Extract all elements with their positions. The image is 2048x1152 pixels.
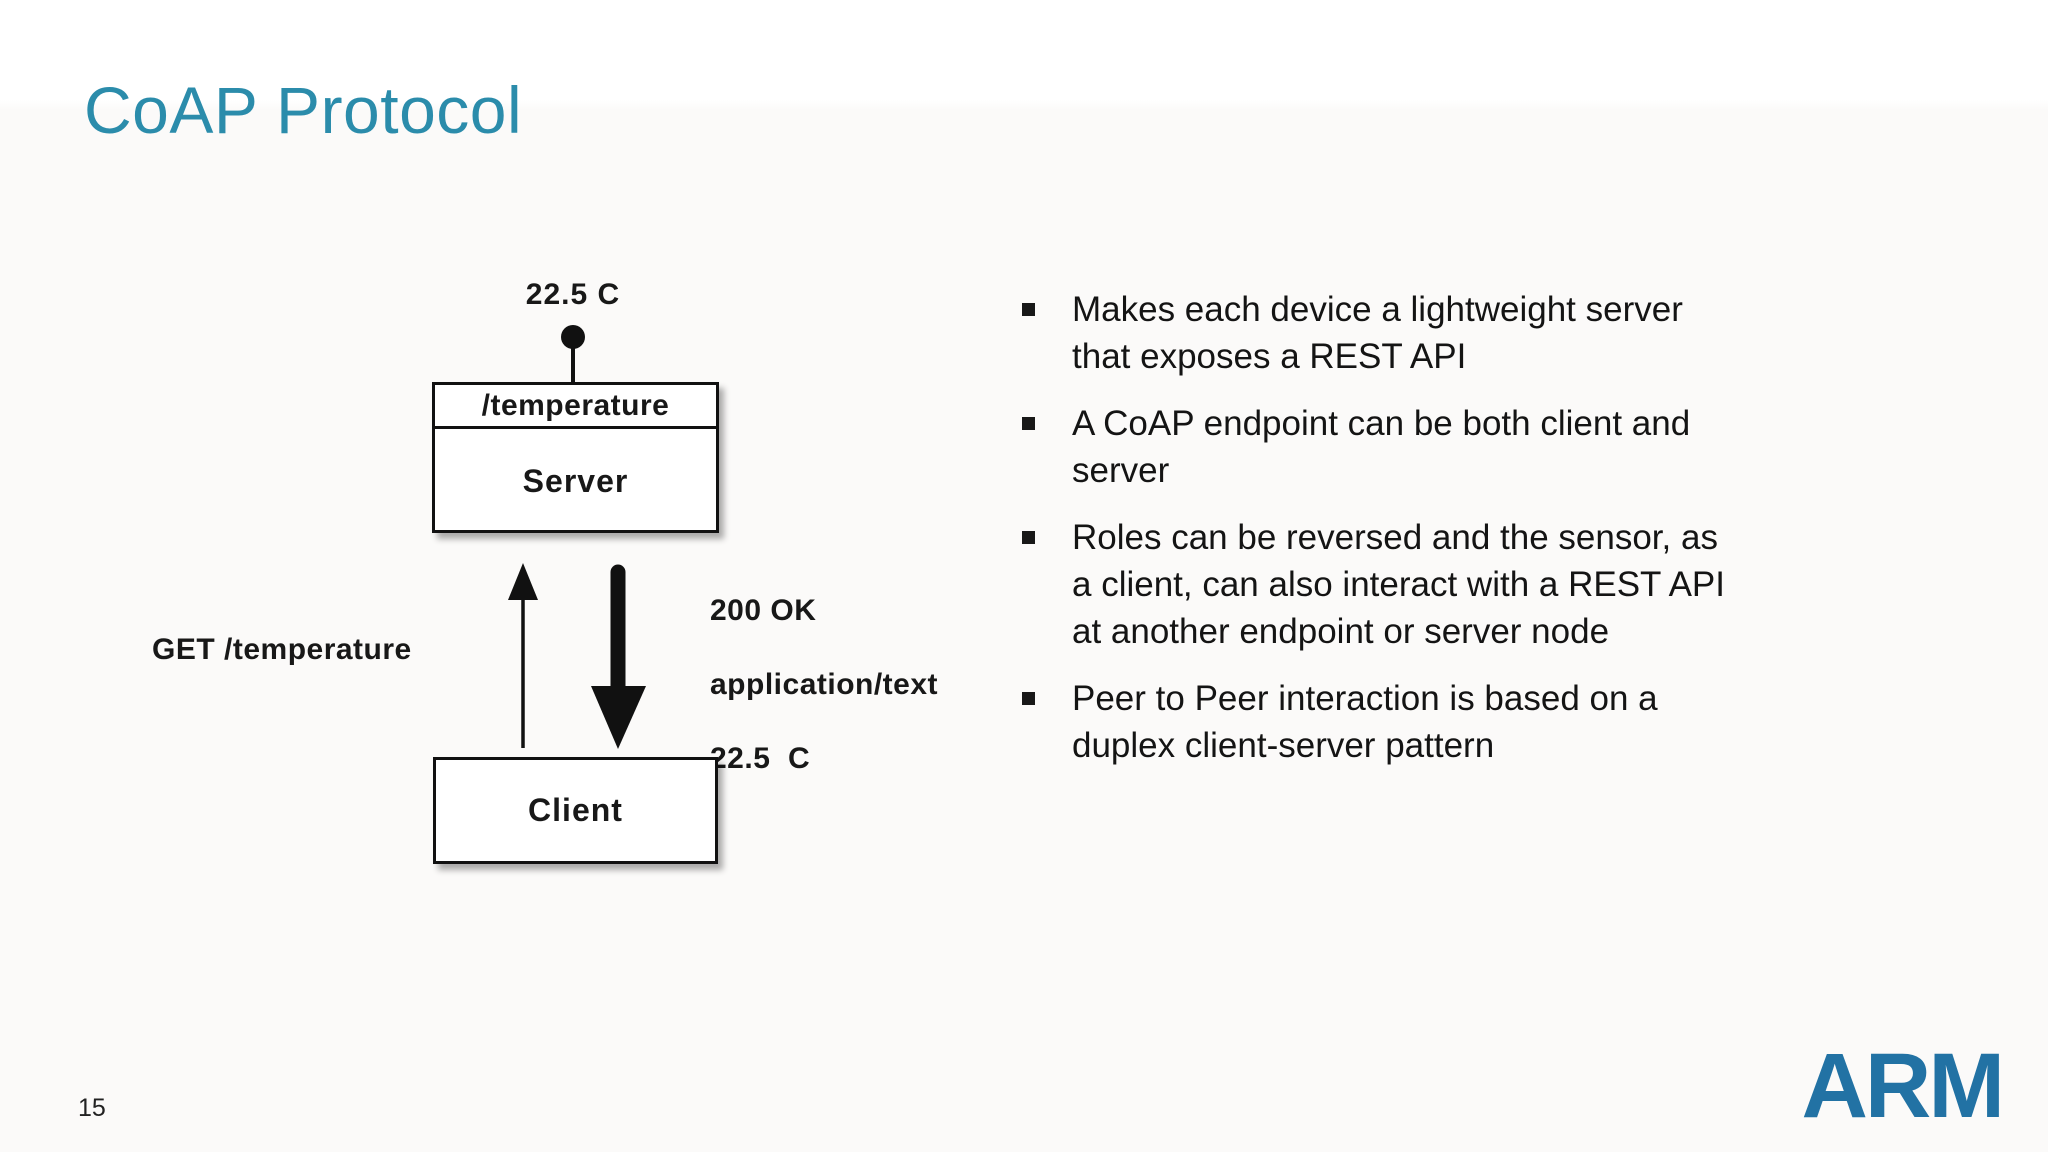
response-content-type-line: application/text [710, 668, 939, 701]
response-label: 200 OK application/text 22.5 C [710, 592, 938, 777]
server-resource-label: /temperature [435, 385, 716, 429]
sensor-value-label: 22.5 C [525, 278, 621, 311]
bullet-square-icon [1022, 400, 1072, 494]
request-label: GET /temperature [152, 633, 412, 666]
list-item: Makes each device a lightweight server t… [1022, 286, 1922, 380]
bullet-square-icon [1022, 286, 1072, 380]
bullet-square-icon [1022, 675, 1072, 769]
list-item: A CoAP endpoint can be both client and s… [1022, 400, 1922, 494]
response-arrow-icon [591, 564, 646, 749]
bullet-text: Roles can be reversed and the sensor, as… [1072, 518, 1726, 651]
bullet-square-icon [1022, 514, 1072, 655]
bullet-text: Peer to Peer interaction is based on a d… [1072, 679, 1658, 765]
response-status-line: 200 OK [710, 594, 817, 627]
page-number: 15 [78, 1094, 106, 1122]
request-arrow-icon [508, 563, 538, 748]
client-label: Client [528, 792, 623, 828]
response-payload-line: 22.5 C [710, 742, 811, 775]
server-box: /temperature Server [432, 382, 719, 533]
slide-title: CoAP Protocol [84, 73, 523, 148]
bullet-text: Makes each device a lightweight server t… [1072, 290, 1683, 376]
bullet-list: Makes each device a lightweight server t… [1022, 286, 1922, 789]
server-label: Server [522, 462, 629, 499]
bullet-text: A CoAP endpoint can be both client and s… [1072, 404, 1691, 490]
list-item: Roles can be reversed and the sensor, as… [1022, 514, 1922, 655]
list-item: Peer to Peer interaction is based on a d… [1022, 675, 1922, 769]
client-box: Client [433, 757, 718, 864]
arm-logo: ARM [1801, 1035, 2005, 1137]
sensor-interface-lollipop-icon [561, 325, 585, 383]
